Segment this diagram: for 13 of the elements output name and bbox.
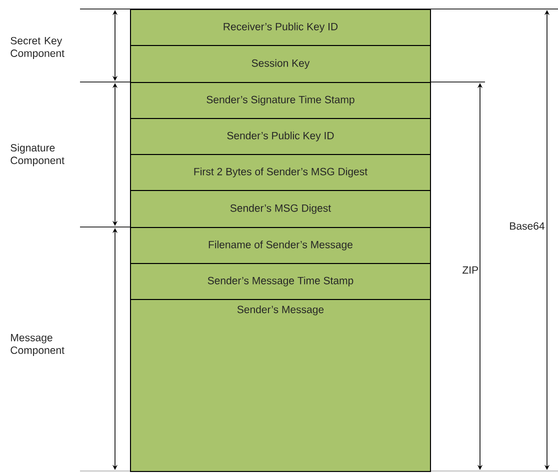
field-box: First 2 Bytes of Sender’s MSG Digest: [130, 154, 431, 191]
field-box: Sender’s Signature Time Stamp: [130, 82, 431, 119]
field-box: Sender’s Message Time Stamp: [130, 263, 431, 300]
field-box: Sender’s Public Key ID: [130, 118, 431, 155]
field-box: Receiver’s Public Key ID: [130, 9, 431, 46]
side-label: Base64: [510, 222, 544, 230]
field-box: Session Key: [130, 45, 431, 83]
field-box: Filename of Sender’s Message: [130, 227, 431, 264]
side-label: Signature Component: [10, 144, 64, 166]
side-label: Message Component: [10, 334, 64, 356]
side-label: ZIP: [462, 266, 478, 274]
side-label: Secret Key Component: [10, 36, 64, 60]
field-box: Sender’s MSG Digest: [130, 190, 431, 228]
